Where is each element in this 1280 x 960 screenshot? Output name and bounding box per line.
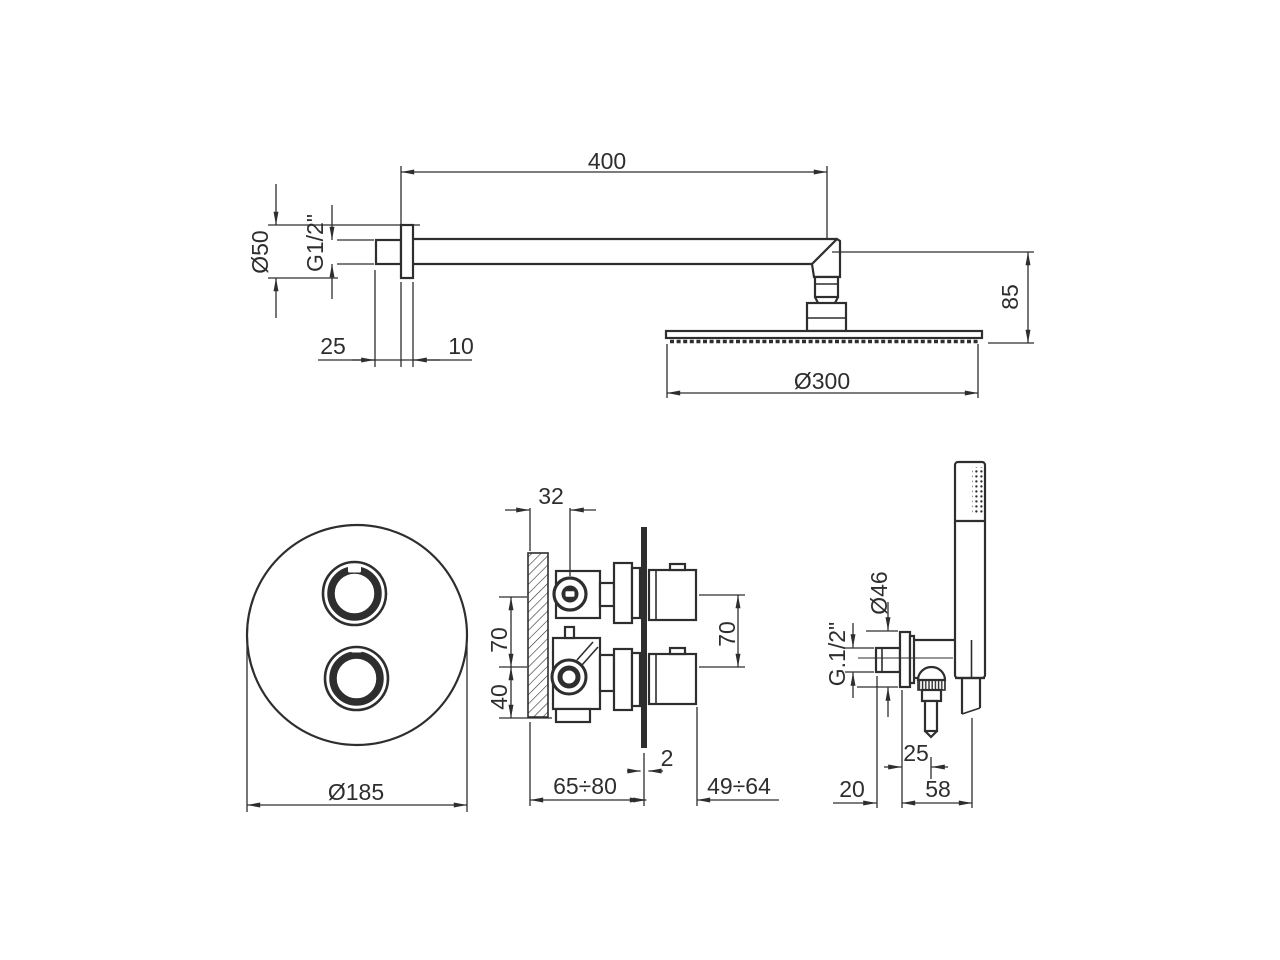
knob-indicator-dash	[351, 649, 362, 653]
dim-label-upper-spacing: 70	[486, 627, 512, 653]
wall-flange-and-arm	[374, 223, 837, 280]
valve-trim-plate-edge	[641, 527, 647, 748]
trim-plate	[245, 523, 469, 747]
dim-right-70: 70	[699, 594, 745, 668]
dim-label-projection: 58	[925, 776, 951, 802]
dim-stub-25-flange-10: 25 10	[318, 270, 474, 367]
dim-label-plate-diameter: Ø185	[328, 779, 384, 805]
dim-head-diameter-300: Ø300	[666, 344, 979, 398]
knurled-ring	[917, 679, 946, 691]
dim-label-head-diameter: Ø300	[794, 368, 850, 394]
dim-outlet-flange-46: Ø46	[857, 571, 898, 717]
elbow-nut	[813, 275, 840, 299]
dim-label-right-spacing: 70	[714, 621, 740, 647]
dim-arm-length-400: 400	[400, 148, 828, 239]
dim-label-valve-depth: 32	[538, 483, 564, 509]
arm-elbow	[805, 237, 848, 333]
outlet-flange	[898, 630, 912, 689]
dim-label-flange-diameter: Ø50	[247, 230, 273, 273]
dim-label-head-drop: 85	[997, 284, 1023, 310]
dim-plate-thickness-2: 2	[627, 745, 673, 806]
diverter-stop-button	[668, 646, 687, 656]
rain-shower-head	[664, 329, 984, 344]
dim-head-drop-85: 85	[832, 251, 1034, 344]
dim-plate-diameter-185: Ø185	[246, 645, 468, 812]
dim-label-plate-thickness: 2	[661, 745, 674, 771]
check-valve-dome	[916, 665, 947, 682]
head-plate	[664, 329, 984, 340]
outlet-thread-stub	[874, 646, 902, 674]
dim-depth-ranges: 65÷80 49÷64	[529, 707, 779, 806]
wall-outlet-holder	[858, 630, 955, 739]
dim-label-lower-spacing: 40	[486, 684, 512, 710]
dim-thread-g12: G1/2"	[302, 205, 374, 299]
hand-shower-wand	[953, 460, 987, 680]
dim-label-depth-range-wall: 65÷80	[553, 773, 617, 799]
hand-shower-view: Ø46 G.1/2" 25 20 58	[824, 460, 987, 808]
thread-stub	[374, 238, 403, 266]
shower-arm-head-view: 400 Ø50 G1/2" 25 10	[247, 148, 1034, 398]
knob-indicator-tab	[348, 565, 361, 573]
temperature-knob	[321, 560, 388, 627]
dim-label-outlet-thread: G.1/2"	[824, 622, 850, 686]
dim-outlet-offset-25: 25	[884, 740, 948, 779]
dim-wall-offset-and-projection: 20 58	[833, 676, 973, 808]
dim-outlet-thread: G.1/2"	[824, 622, 874, 698]
spray-face-dots	[972, 467, 984, 515]
safety-stop-button	[668, 562, 687, 572]
dim-label-outlet-offset: 25	[903, 740, 929, 766]
dim-label-outlet-flange: Ø46	[866, 571, 892, 614]
dim-flange-diameter-50: Ø50	[247, 184, 420, 318]
head-connector	[805, 301, 848, 333]
trim-plate-front-view: Ø185	[245, 523, 469, 812]
upper-handle-stub	[647, 568, 698, 622]
diverter-knob	[323, 645, 390, 712]
upper-cartridge-assembly	[552, 561, 698, 625]
dim-label-arm-length: 400	[588, 148, 626, 174]
dim-label-flange-thickness: 10	[448, 333, 474, 359]
dim-label-wall-stub: 25	[320, 333, 346, 359]
outlet-spout	[923, 699, 939, 733]
mixer-valve-side-view: 32 70 40 70 2 65÷8	[486, 483, 779, 806]
wall-flange	[399, 223, 415, 280]
lower-cartridge-assembly	[550, 625, 698, 724]
dim-label-depth-range-front: 49÷64	[707, 773, 771, 799]
shower-hose	[960, 678, 982, 715]
dim-label-arm-thread: G1/2"	[302, 214, 328, 272]
wall-section	[527, 552, 549, 718]
dim-label-wall-offset: 20	[839, 776, 865, 802]
dim-left-70-40: 70 40	[486, 596, 552, 719]
dim-valve-depth-32: 32	[505, 483, 596, 576]
